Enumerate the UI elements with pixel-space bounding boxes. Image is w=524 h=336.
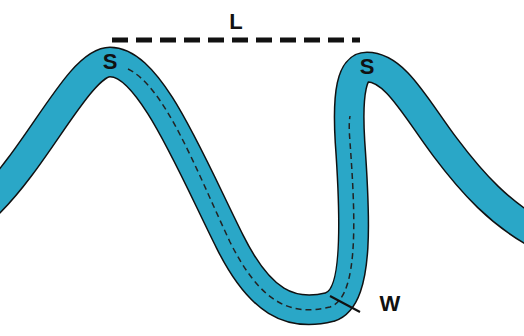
sinuosity-label: S [103, 51, 118, 73]
width-marker [330, 296, 360, 312]
river-outline [0, 62, 524, 310]
wavelength-label: L [227, 11, 244, 33]
wavelength-line [112, 38, 360, 43]
centerline-dashed [128, 69, 354, 310]
sinuosity-label: S [360, 56, 375, 78]
river-channel [0, 62, 524, 310]
width-label: W [380, 293, 401, 315]
